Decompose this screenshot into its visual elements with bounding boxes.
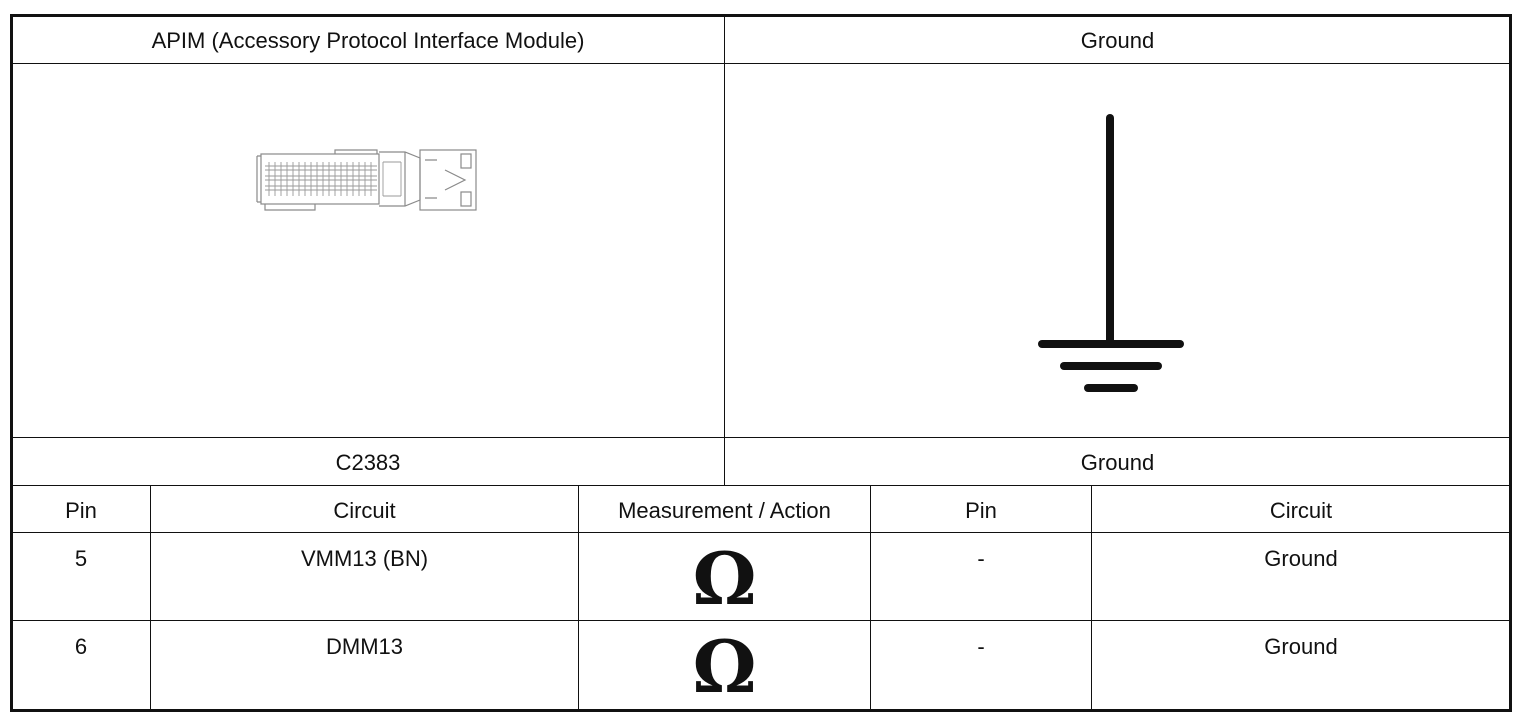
row-1-circuit: VMM13 (BN)	[300, 546, 429, 571]
divider	[578, 486, 579, 710]
row-1-pin-2: -	[977, 546, 985, 571]
row-2-pin: 6	[74, 634, 88, 659]
column-header-pin: Pin	[65, 498, 97, 523]
ohm-icon: Ω	[692, 624, 757, 709]
column-header-pin-2: Pin	[965, 498, 997, 523]
row-1-circuit-2: Ground	[1264, 546, 1338, 571]
divider	[12, 437, 1510, 438]
ground-symbol-icon	[1038, 114, 1184, 392]
row-1-pin: 5	[74, 546, 88, 571]
divider	[12, 485, 1510, 486]
module-title: APIM (Accessory Protocol Interface Modul…	[151, 28, 585, 53]
divider	[724, 16, 725, 486]
row-2-pin-2: -	[977, 634, 985, 659]
row-2-circuit: DMM13	[325, 634, 403, 659]
column-header-measurement: Measurement / Action	[618, 498, 831, 523]
row-2-circuit-2: Ground	[1264, 634, 1338, 659]
divider	[1091, 486, 1092, 710]
connector-table	[10, 14, 1512, 712]
ohm-icon: Ω	[692, 536, 757, 621]
connector-icon	[256, 149, 477, 211]
divider	[12, 532, 1510, 533]
connector-id: C2383	[335, 450, 401, 475]
column-header-circuit: Circuit	[333, 498, 396, 523]
column-header-circuit-2: Circuit	[1269, 498, 1333, 523]
divider	[12, 63, 1510, 64]
ground-title: Ground	[1080, 28, 1155, 53]
divider	[12, 620, 1510, 621]
ground-label: Ground	[1080, 450, 1155, 475]
divider	[870, 486, 871, 710]
divider	[150, 486, 151, 710]
